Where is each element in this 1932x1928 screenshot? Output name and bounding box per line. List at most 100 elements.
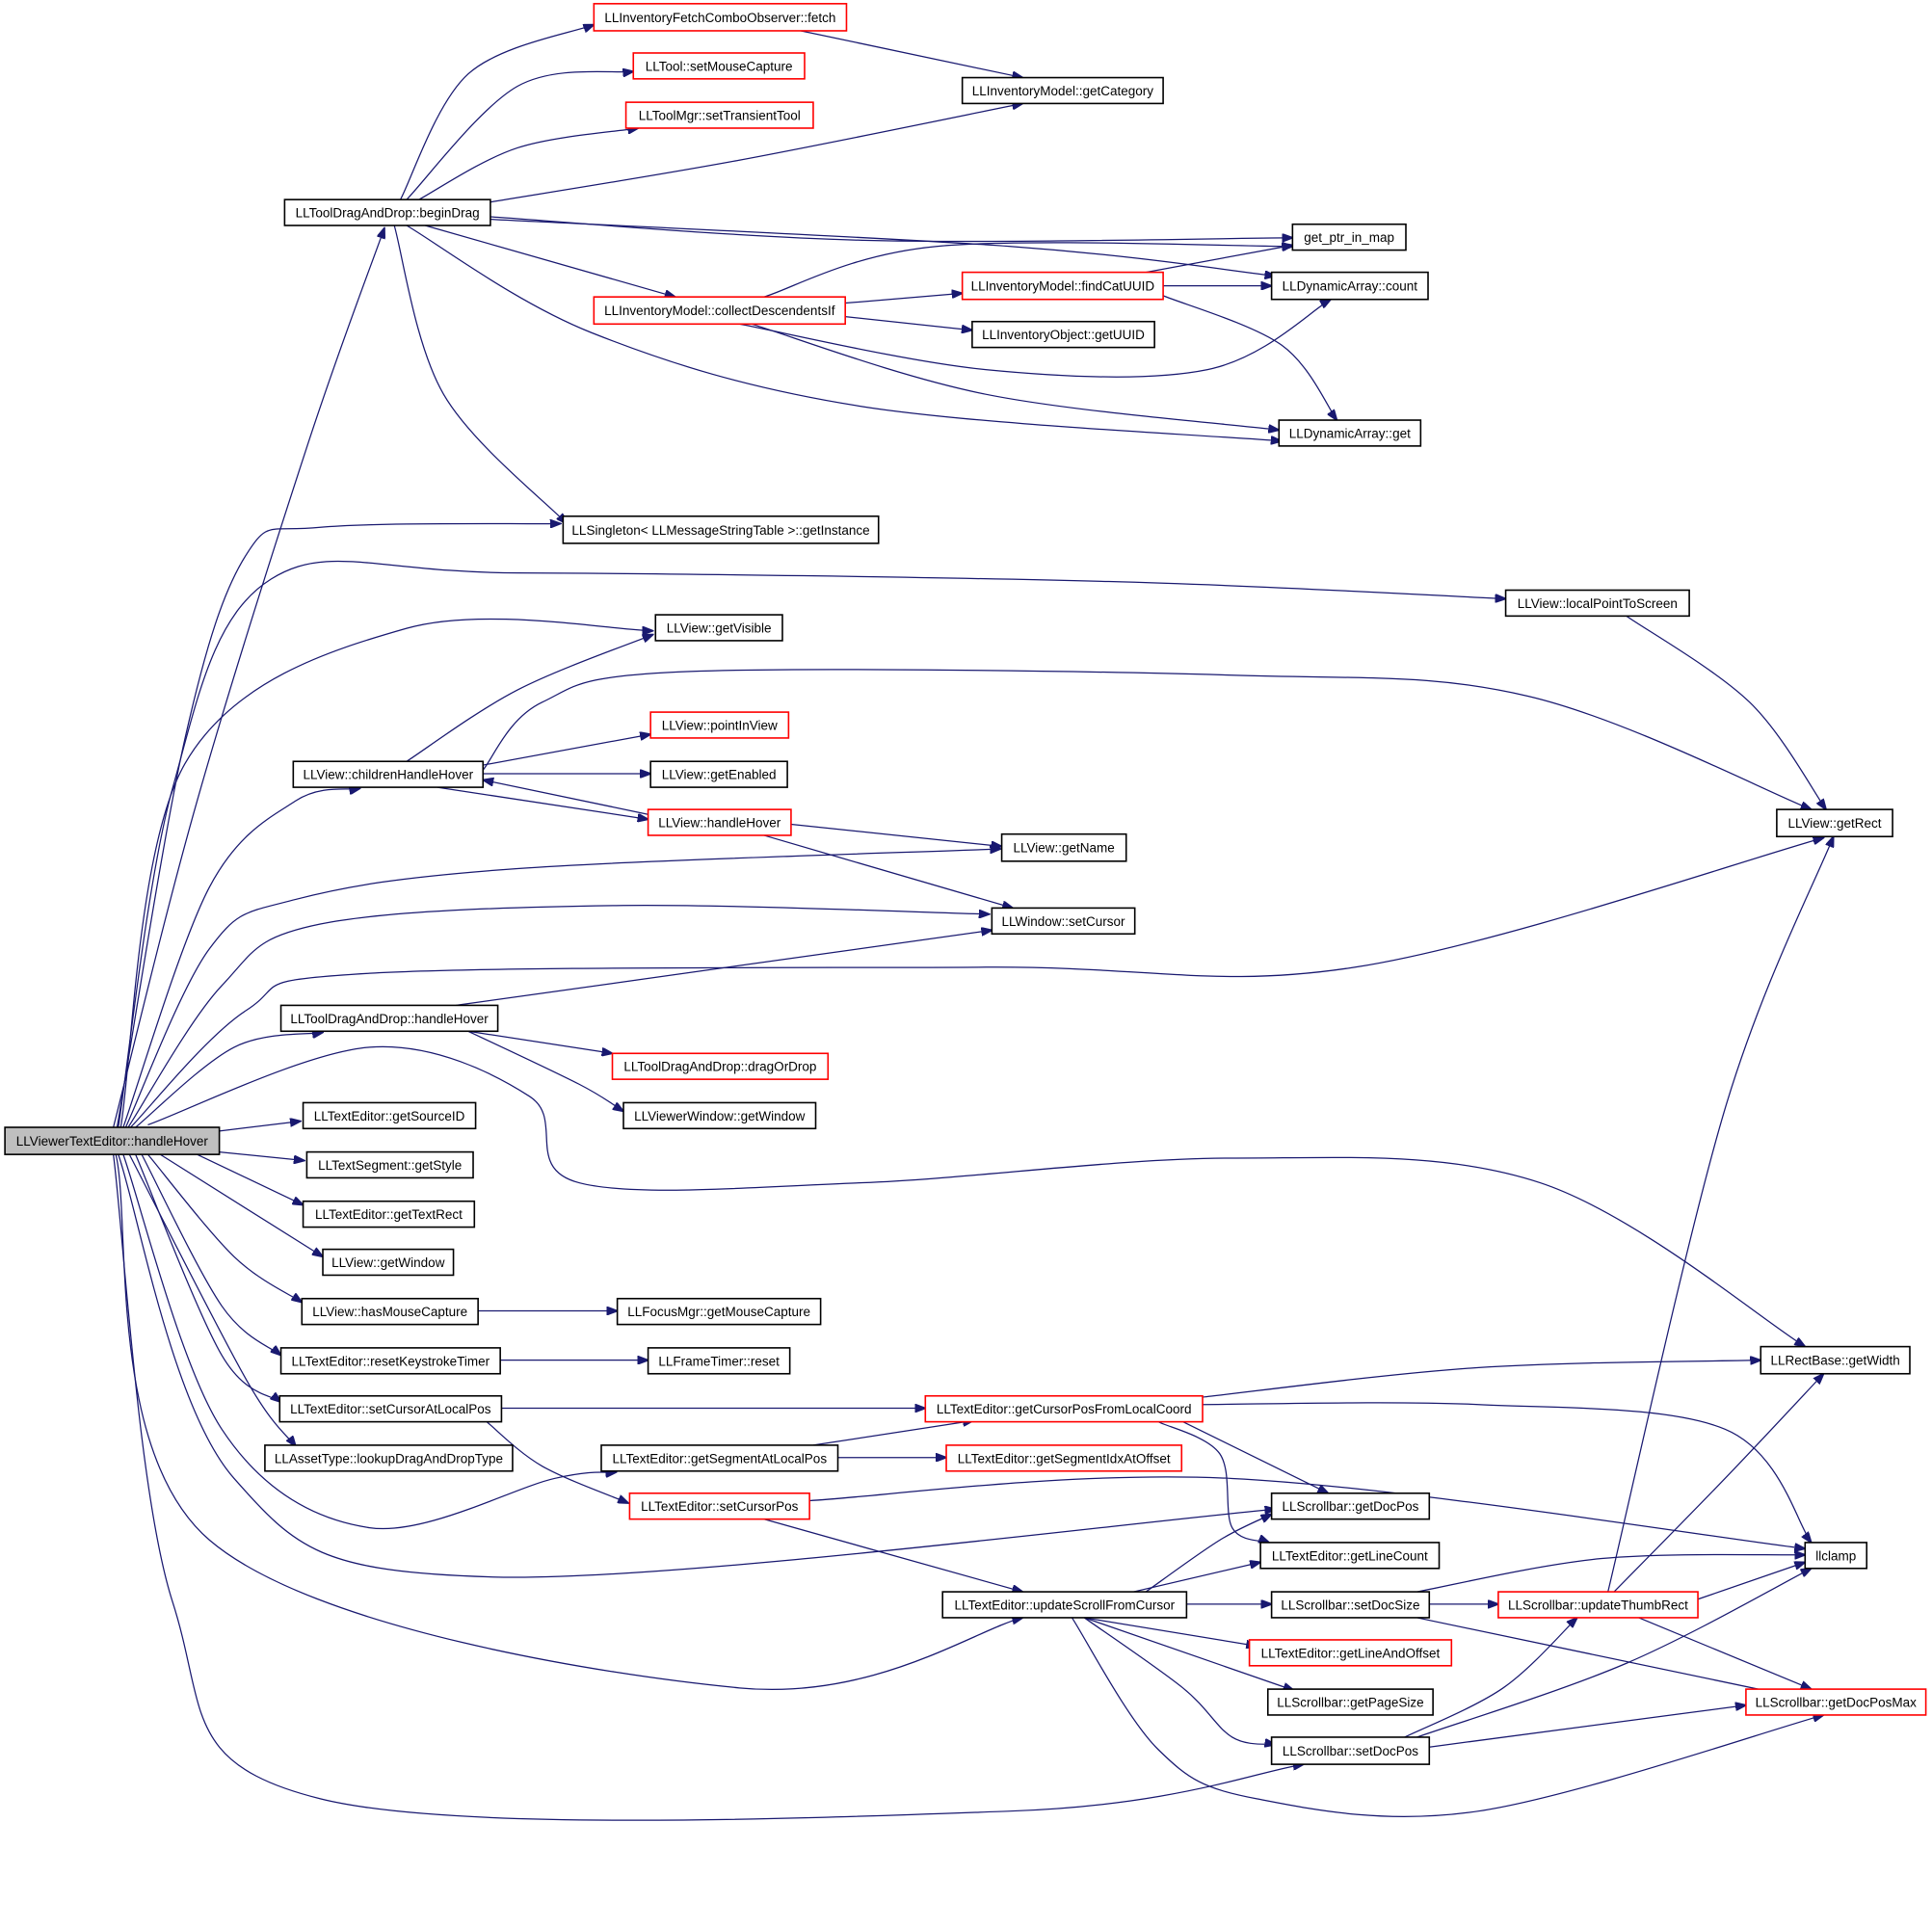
node-label: LLView::getVisible	[667, 621, 772, 635]
node-getCursorPosFromLocalCoord[interactable]: LLTextEditor::getCursorPosFromLocalCoord	[924, 1394, 1204, 1423]
node-label: LLSingleton< LLMessageStringTable >::get…	[571, 523, 869, 538]
node-lookupDragAndDropType[interactable]: LLAssetType::lookupDragAndDropType	[264, 1444, 514, 1472]
node-daGet[interactable]: LLDynamicArray::get	[1278, 419, 1422, 447]
edge-line	[490, 103, 1022, 203]
edge-line	[135, 1153, 281, 1402]
node-setCursor[interactable]: LLWindow::setCursor	[991, 907, 1136, 936]
node-getSegmentAtLocalPos[interactable]: LLTextEditor::getSegmentAtLocalPos	[600, 1444, 839, 1472]
edge-line	[812, 1420, 973, 1446]
node-label: LLView::childrenHandleHover	[303, 768, 473, 782]
node-label: LLInventoryModel::collectDescendentsIf	[604, 304, 835, 318]
edge-updateScrollFromCursor-to-getLineAndOffset	[1084, 1617, 1257, 1646]
node-getStyle[interactable]: LLTextSegment::getStyle	[305, 1150, 474, 1179]
edge-line	[467, 1030, 613, 1053]
node-updateThumbRect[interactable]: LLScrollbar::updateThumbRect	[1497, 1591, 1699, 1619]
node-getWidth[interactable]: LLRectBase::getWidth	[1760, 1345, 1911, 1375]
node-box	[611, 1052, 830, 1080]
node-pointInView[interactable]: LLView::pointInView	[649, 711, 790, 739]
edge-line	[1416, 1569, 1812, 1738]
node-tdHandleHover[interactable]: LLToolDragAndDrop::handleHover	[279, 1004, 499, 1033]
node-getInstance[interactable]: LLSingleton< LLMessageStringTable >::get…	[562, 515, 880, 544]
node-getCategory[interactable]: LLInventoryModel::getCategory	[961, 76, 1164, 105]
node-label: LLInventoryModel::findCatUUID	[971, 279, 1155, 294]
edge-root-to-getTextRect	[197, 1153, 304, 1204]
node-collectDescendentsIf[interactable]: LLInventoryModel::collectDescendentsIf	[593, 296, 846, 326]
edge-getSegmentAtLocalPos-to-getCursorPosFromLocalCoord	[812, 1420, 973, 1446]
node-fetch[interactable]: LLInventoryFetchComboObserver::fetch	[593, 3, 848, 32]
edge-line	[141, 1153, 280, 1355]
node-setMouseCapture[interactable]: LLTool::setMouseCapture	[632, 52, 806, 80]
edge-line	[122, 1153, 616, 1530]
node-label: LLScrollbar::getDocPos	[1283, 1499, 1419, 1514]
node-root[interactable]: LLViewerTextEditor::handleHover	[4, 1126, 221, 1155]
node-label: LLFocusMgr::getMouseCapture	[627, 1305, 810, 1319]
node-box	[632, 52, 806, 80]
edge-root-to-setDocPos	[113, 1154, 1304, 1821]
node-getDocPosMax[interactable]: LLScrollbar::getDocPosMax	[1745, 1688, 1927, 1716]
node-setDocPos[interactable]: LLScrollbar::setDocPos	[1270, 1736, 1431, 1765]
node-viewGetWindow[interactable]: LLView::getWindow	[322, 1248, 455, 1277]
node-getMouseCapture[interactable]: LLFocusMgr::getMouseCapture	[616, 1297, 822, 1326]
node-getVisible[interactable]: LLView::getVisible	[654, 614, 783, 642]
edge-line	[124, 849, 1000, 1128]
node-getRect[interactable]: LLView::getRect	[1776, 808, 1893, 838]
node-beginDrag[interactable]: LLToolDragAndDrop::beginDrag	[283, 198, 491, 226]
node-getUUID[interactable]: LLInventoryObject::getUUID	[971, 320, 1155, 349]
node-localPointToScreen[interactable]: LLView::localPointToScreen	[1504, 589, 1690, 618]
node-getSourceID[interactable]: LLTextEditor::getSourceID	[302, 1101, 477, 1130]
node-updateScrollFromCursor[interactable]: LLTextEditor::updateScrollFromCursor	[941, 1591, 1188, 1619]
node-findCatUUID[interactable]: LLInventoryModel::findCatUUID	[961, 271, 1164, 301]
node-getPtrInMap[interactable]: get_ptr_in_map	[1291, 223, 1407, 251]
node-setCursorAtLocalPos[interactable]: LLTextEditor::setCursorAtLocalPos	[278, 1394, 503, 1423]
node-label: LLTool::setMouseCapture	[646, 59, 793, 73]
node-getLineCount[interactable]: LLTextEditor::getLineCount	[1259, 1542, 1441, 1570]
node-llclamp[interactable]: llclamp	[1804, 1542, 1868, 1570]
node-box	[1760, 1345, 1911, 1375]
node-box	[1259, 1542, 1441, 1570]
node-sbGetDocPos[interactable]: LLScrollbar::getDocPos	[1270, 1492, 1431, 1520]
node-box	[616, 1297, 822, 1326]
node-setDocSize[interactable]: LLScrollbar::setDocSize	[1270, 1591, 1431, 1619]
node-label: LLTextEditor::setCursorAtLocalPos	[290, 1402, 491, 1416]
edge-line	[1133, 1562, 1260, 1593]
node-getName[interactable]: LLView::getName	[1000, 832, 1127, 862]
edge-collectDescendentsIf-to-findCatUUID	[845, 293, 962, 304]
edge-line	[406, 71, 633, 200]
node-box	[622, 1101, 817, 1130]
node-label: LLView::localPointToScreen	[1518, 596, 1678, 611]
edge-line	[790, 823, 1002, 846]
edge-setDocPos-to-getDocPosMax	[1429, 1705, 1746, 1748]
edge-beginDrag-to-fetch	[400, 25, 595, 200]
node-label: LLTextEditor::resetKeystrokeTimer	[292, 1354, 490, 1368]
edge-line	[1182, 1421, 1329, 1493]
edge-setDocPos-to-updateThumbRect	[1404, 1618, 1577, 1738]
node-box	[647, 808, 792, 836]
node-childrenHandleHover[interactable]: LLView::childrenHandleHover	[292, 760, 485, 788]
edge-localPointToScreen-to-getRect	[1626, 615, 1826, 809]
node-getPageSize[interactable]: LLScrollbar::getPageSize	[1266, 1688, 1434, 1716]
node-getEnabled[interactable]: LLView::getEnabled	[649, 760, 788, 788]
edge-beginDrag-to-getPtrInMap	[490, 216, 1292, 241]
node-getSegmentIdxAtOffset[interactable]: LLTextEditor::getSegmentIdxAtOffset	[945, 1444, 1183, 1472]
edge-collectDescendentsIf-to-getPtrInMap	[763, 243, 1293, 298]
node-frameTimerReset[interactable]: LLFrameTimer::reset	[647, 1347, 791, 1375]
node-setCursorPos[interactable]: LLTextEditor::setCursorPos	[628, 1492, 810, 1520]
node-box	[1804, 1542, 1868, 1570]
node-getWindowVW[interactable]: LLViewerWindow::getWindow	[622, 1101, 817, 1130]
node-dragOrDrop[interactable]: LLToolDragAndDrop::dragOrDrop	[611, 1052, 830, 1080]
edge-line	[418, 128, 639, 200]
node-label: LLToolDragAndDrop::dragOrDrop	[623, 1060, 816, 1074]
node-getTextRect[interactable]: LLTextEditor::getTextRect	[302, 1200, 476, 1228]
node-hasMouseCapture[interactable]: LLView::hasMouseCapture	[301, 1297, 479, 1326]
node-daCount[interactable]: LLDynamicArray::count	[1270, 271, 1429, 301]
edge-setCursorAtLocalPos-to-setCursorPos	[486, 1421, 628, 1503]
edge-updateScrollFromCursor-to-setDocPos	[1083, 1617, 1275, 1745]
node-label: LLTextEditor::getSourceID	[314, 1109, 465, 1123]
node-label: LLTextEditor::getTextRect	[315, 1207, 463, 1222]
node-box	[292, 760, 485, 788]
node-resetKeystrokeTimer[interactable]: LLTextEditor::resetKeystrokeTimer	[279, 1347, 501, 1375]
node-label: LLView::handleHover	[658, 816, 781, 831]
node-setTransientTool[interactable]: LLToolMgr::setTransientTool	[624, 101, 814, 129]
node-viewHandleHover[interactable]: LLView::handleHover	[647, 808, 792, 836]
node-getLineAndOffset[interactable]: LLTextEditor::getLineAndOffset	[1248, 1639, 1453, 1667]
